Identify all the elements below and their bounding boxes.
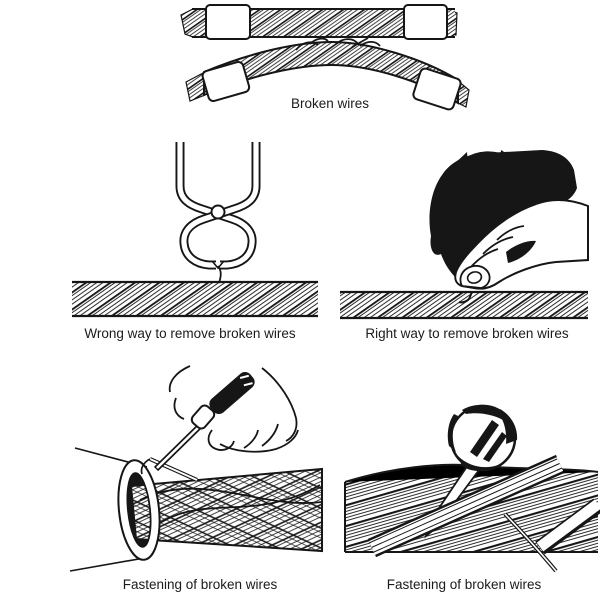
pincers-tool bbox=[175, 142, 261, 284]
arched-rope-with-broken-wires bbox=[185, 37, 470, 111]
marlin-spike-tool bbox=[153, 372, 255, 472]
tucked-wire bbox=[140, 457, 198, 482]
seizing-band bbox=[201, 61, 251, 103]
hand-outline bbox=[168, 365, 299, 453]
ferrule-ring-front bbox=[117, 459, 161, 561]
tool-ferrule bbox=[190, 404, 216, 430]
caption-fastening-left: Fastening of broken wires bbox=[122, 577, 278, 592]
wrong-way-figure bbox=[72, 142, 318, 318]
caption-wrong-way: Wrong way to remove broken wires bbox=[84, 326, 296, 341]
ball-reflections bbox=[447, 404, 518, 472]
right-way-figure bbox=[340, 150, 589, 320]
caption-fastening-right: Fastening of broken wires bbox=[386, 577, 542, 592]
broken-wires-figure bbox=[180, 4, 470, 111]
raised-strand bbox=[367, 454, 600, 558]
pulled-wire bbox=[503, 512, 558, 573]
pivot-bolt bbox=[210, 204, 226, 220]
seizing-band bbox=[412, 67, 462, 111]
caption-broken-wires: Broken wires bbox=[290, 96, 370, 111]
rope-through-ring bbox=[129, 467, 323, 553]
seizing-band bbox=[403, 4, 448, 40]
tool-handle bbox=[209, 372, 255, 414]
straight-rope bbox=[180, 4, 458, 40]
caption-right-way: Right way to remove broken wires bbox=[365, 326, 569, 341]
rope-horizontal bbox=[340, 290, 588, 320]
thumbnail bbox=[466, 271, 483, 284]
protruding-broken-wires bbox=[295, 37, 381, 51]
ball-handle-spike bbox=[447, 404, 518, 472]
seizing-band bbox=[205, 4, 251, 40]
hand-silhouette bbox=[429, 150, 577, 288]
rope-horizontal bbox=[72, 280, 318, 318]
fastening-left-figure bbox=[69, 365, 323, 572]
pinched-wire bbox=[458, 291, 473, 304]
fastening-right-figure bbox=[344, 404, 600, 573]
hand-bending-wire bbox=[429, 150, 589, 304]
